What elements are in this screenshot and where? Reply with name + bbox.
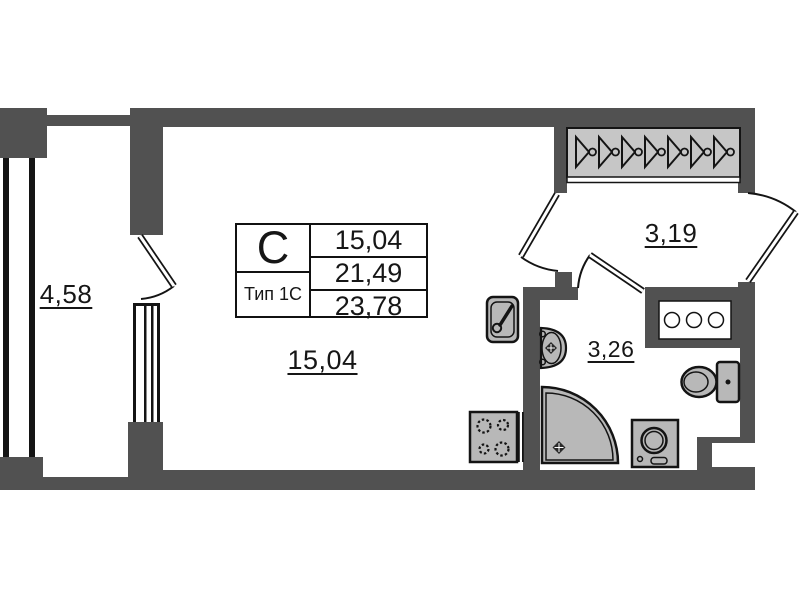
wall-room-bathroom [523, 287, 540, 470]
legend-values-column: 15,04 21,49 23,78 [311, 225, 426, 321]
stove-icon [468, 410, 524, 464]
wall-corner-top-left [0, 108, 47, 158]
balcony-door-icon [137, 234, 177, 300]
building-letter: С [256, 222, 290, 273]
wall-top-main [163, 108, 755, 127]
wall-top-balcony [0, 115, 163, 126]
apartment-legend-table: С Тип 1С 15,04 21,49 23,78 [235, 223, 428, 321]
wall-balcony-divider-top [130, 108, 163, 235]
apartment-type: Тип 1С [237, 271, 309, 316]
wall-right-top [738, 108, 755, 193]
kitchen-sink-icon [485, 295, 520, 344]
legend-living-area: 15,04 [334, 225, 403, 255]
wall-bottom-balcony [0, 477, 130, 490]
shower-icon [540, 385, 620, 465]
balcony-window-icon [133, 303, 160, 422]
entrance-door-icon [745, 192, 799, 283]
wall-balcony-divider-bottom [128, 422, 163, 490]
glazing-outer-line [3, 158, 9, 457]
toilet-icon [680, 360, 741, 404]
washbasin-icon [538, 326, 568, 370]
hallway-door-icon [518, 192, 560, 272]
walls [0, 108, 758, 490]
wall-hall-left-lower [555, 272, 572, 288]
washing-machine-icon [630, 418, 680, 469]
hallway-area-label: 3,19 [644, 218, 698, 248]
legend-left-column: С Тип 1С [237, 225, 311, 316]
bathroom-area-label: 3,26 [587, 336, 635, 362]
wall-recess-opening [712, 443, 758, 467]
legend-total-area: 23,78 [311, 289, 426, 322]
vent-shaft-icon [658, 300, 732, 340]
main-room-area-label: 15,04 [287, 345, 358, 375]
wall-right-lower [740, 348, 755, 443]
balcony-area-label: 4,58 [39, 279, 93, 309]
wardrobe-icon [566, 127, 741, 184]
wall-bottom-main [163, 470, 755, 490]
balcony-glazing [3, 158, 35, 457]
bathroom-door-icon [577, 252, 645, 294]
legend-apartment-area: 21,49 [311, 256, 426, 289]
glazing-inner-line [29, 158, 35, 457]
wall-hall-left [554, 127, 567, 193]
